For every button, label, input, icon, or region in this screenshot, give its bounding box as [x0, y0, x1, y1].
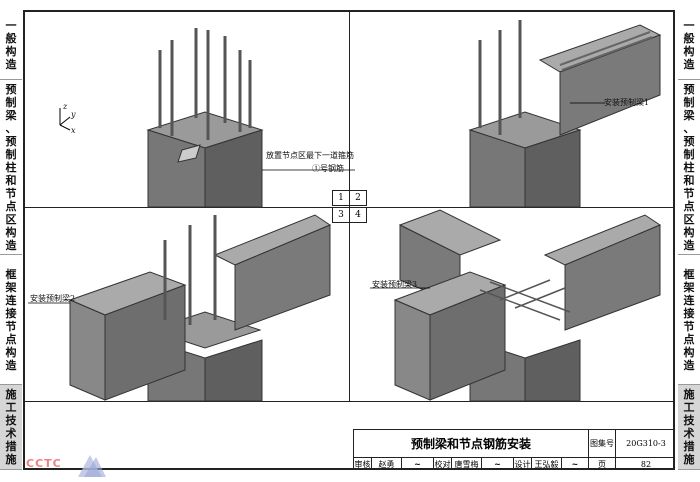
panel1-column: [146, 28, 264, 208]
checker-name: 唐雪梅: [452, 458, 482, 470]
logo-triangles-icon: [78, 455, 106, 477]
side-tab-general[interactable]: 一般构造: [678, 10, 700, 80]
designer-name: 王弘毅: [532, 458, 562, 470]
step-number: 4: [349, 207, 367, 223]
divider: [349, 10, 350, 402]
panel3-assembly: [68, 214, 332, 402]
axis-z-label: z: [63, 102, 68, 111]
reviewer-signature: ~: [402, 458, 434, 470]
step3-label: 安装预制梁2: [30, 294, 76, 303]
panel2-assembly: [468, 20, 662, 208]
panel4-assembly: [393, 209, 662, 402]
side-tab-general[interactable]: 一般构造: [0, 10, 22, 80]
page-label: 页: [589, 458, 616, 470]
side-tab-precast[interactable]: 预制梁、预制柱和节点区构造: [678, 80, 700, 255]
side-tab-construction[interactable]: 施工技术措施: [0, 385, 22, 470]
side-tab-label: 预制梁、预制柱和节点区构造: [5, 82, 17, 252]
axis-x-label: x: [71, 126, 76, 135]
reviewer-name: 赵勇: [372, 458, 402, 470]
atlas-number: 20G310-3: [626, 439, 666, 448]
side-tab-precast[interactable]: 预制梁、预制柱和节点区构造: [0, 80, 22, 255]
page-number: 82: [640, 459, 652, 469]
side-tab-label: 施工技术措施: [683, 388, 695, 466]
side-tab-label: 一般构造: [683, 18, 695, 71]
side-tab-label: 施工技术措施: [5, 388, 17, 466]
review-label: 审核: [354, 458, 372, 470]
step-number: 1: [332, 190, 350, 206]
side-tab-label: 一般构造: [5, 18, 17, 71]
divider: [23, 401, 675, 402]
step2-label: 安装预制梁1: [604, 98, 650, 107]
design-label: 设计: [514, 458, 532, 470]
side-tab-construction[interactable]: 施工技术措施: [678, 385, 700, 470]
checker-signature: ~: [482, 458, 514, 470]
side-tab-frame-joint[interactable]: 框架连接节点构造: [0, 255, 22, 385]
atlas-label: 图集号: [589, 430, 616, 457]
step1-note-rebar: ①号钢筋: [312, 164, 344, 173]
step4-label: 安装预制梁3: [372, 280, 418, 289]
check-label: 校对: [434, 458, 452, 470]
side-tab-frame-joint[interactable]: 框架连接节点构造: [678, 255, 700, 385]
step1-note: 放置节点区最下一道箍筋: [266, 151, 354, 160]
side-tab-label: 预制梁、预制柱和节点区构造: [683, 82, 695, 252]
step-number: 2: [349, 190, 367, 206]
side-tab-label: 框架连接节点构造: [5, 267, 17, 372]
axis-indicator: [59, 108, 71, 131]
drawing-title: 预制梁和节点钢筋安装: [354, 430, 589, 457]
title-block: 预制梁和节点钢筋安装 图集号 20G310-3 审核 赵勇 ~ 校对 唐雪梅 ~…: [353, 429, 675, 470]
step-number: 3: [332, 207, 350, 223]
designer-signature: ~: [562, 458, 589, 470]
axis-y-label: y: [71, 110, 76, 119]
side-tab-label: 框架连接节点构造: [683, 267, 695, 372]
cctc-logo: CCTC: [26, 457, 62, 470]
